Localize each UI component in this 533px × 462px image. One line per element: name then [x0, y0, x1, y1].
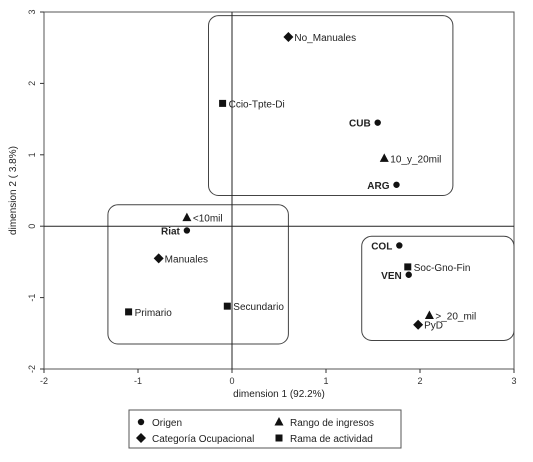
plot-border	[43, 11, 515, 370]
legend-label: Rama de actividad	[290, 434, 373, 445]
y-tick-label: 2	[27, 81, 37, 86]
circle-point	[393, 181, 400, 188]
point-label: PyD	[424, 321, 443, 332]
circle-point	[396, 242, 403, 249]
diamond-point	[413, 319, 424, 330]
square-point	[404, 263, 412, 271]
y-tick-label: -1	[27, 294, 37, 302]
legend-square-icon	[275, 434, 283, 442]
data-points	[125, 31, 434, 330]
point-label: VEN	[381, 271, 402, 282]
point-label: >_20_mil	[435, 311, 476, 322]
axes: -2 -1 0 1 2 3 -2 -1 0 1 2 3	[27, 9, 517, 386]
x-tick-label: 2	[417, 376, 422, 386]
triangle-point	[424, 310, 434, 319]
square-point	[223, 302, 231, 310]
x-tick-label: 1	[323, 376, 328, 386]
point-label: CUB	[349, 119, 371, 130]
legend-label: Categoría Ocupacional	[152, 434, 254, 445]
square-point	[125, 308, 133, 316]
point-label: <10mil	[193, 214, 223, 225]
group-box-3	[361, 235, 515, 341]
point-label: Riat	[161, 226, 181, 237]
circle-point	[183, 227, 191, 234]
group-boxes	[107, 15, 515, 345]
point-label: ARG	[367, 181, 389, 192]
triangle-point	[379, 153, 389, 162]
group-box-2	[107, 204, 289, 345]
square-point	[219, 99, 227, 107]
y-tick-label: 0	[27, 224, 37, 229]
point-label: Manuales	[165, 254, 208, 265]
plot-area	[43, 11, 515, 370]
y-axis-title: dimension 2 ( 3.8%)	[8, 146, 19, 235]
point-label: Primario	[135, 308, 173, 319]
x-tick-label: -1	[134, 376, 142, 386]
point-label: Secundario	[233, 302, 284, 313]
point-label: 10_y_20mil	[390, 154, 441, 165]
group-box-1	[208, 15, 454, 196]
y-tick-label: 3	[27, 9, 37, 14]
y-tick-label: -2	[27, 365, 37, 373]
x-tick-label: 3	[511, 376, 516, 386]
legend-circle-icon	[137, 418, 145, 426]
legend-box	[128, 409, 402, 449]
point-label: COL	[371, 241, 392, 252]
x-tick-label: 0	[229, 376, 234, 386]
x-axis-title: dimension 1 (92.2%)	[233, 389, 325, 400]
point-label: Ccio-Tpte-Di	[229, 99, 285, 110]
legend-label: Origen	[152, 418, 182, 429]
triangle-point	[182, 212, 192, 222]
y-tick-label: 1	[27, 152, 37, 157]
point-label: No_Manuales	[294, 33, 356, 44]
circle-point	[374, 119, 381, 126]
legend-label: Rango de ingresos	[290, 418, 374, 429]
x-tick-label: -2	[40, 376, 48, 386]
diamond-point	[153, 253, 164, 264]
point-label: Soc-Gno-Fin	[414, 263, 471, 274]
legend-diamond-icon	[136, 433, 146, 443]
diamond-point	[283, 31, 294, 42]
circle-point	[405, 271, 412, 278]
legend-triangle-icon	[274, 417, 284, 426]
